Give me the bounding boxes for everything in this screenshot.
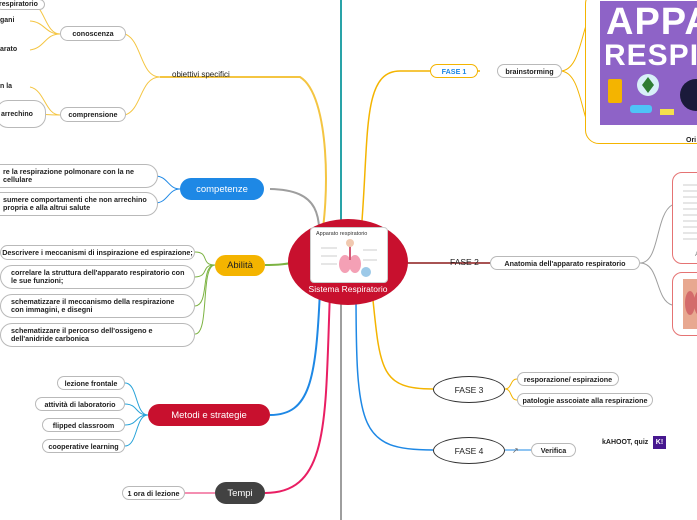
poster-line-1: APPA (606, 1, 697, 44)
abilita-node[interactable]: Abilità (215, 255, 265, 276)
fase3-node[interactable]: FASE 3 (433, 376, 505, 403)
fase2-image-card-1[interactable]: A (672, 172, 697, 264)
comprensione-item-arrechino[interactable]: arrechino (0, 100, 46, 128)
tempi-item-1-ora[interactable]: 1 ora di lezione (122, 486, 185, 500)
anatomy-text-thumbnail (673, 173, 697, 264)
conoscenza-item-respiratorio[interactable]: respiratorio (0, 0, 45, 10)
central-topic-image: Apparato respiratorio (310, 227, 388, 283)
patologie-node[interactable]: patologie asscoiate alla respirazione (517, 393, 653, 407)
brainstorming-node[interactable]: brainstorming (497, 64, 562, 78)
comprensione-node[interactable]: comprensione (60, 107, 126, 122)
kahoot-logo-icon[interactable]: K! (653, 436, 666, 449)
abilita-item-3[interactable]: schematizzare il meccanismo della respir… (0, 294, 195, 318)
comprensione-item-la[interactable]: n la (0, 83, 12, 90)
abilita-item-1[interactable]: Descrivere i meccanismi di inspirazione … (0, 245, 195, 260)
fase2-image-card-2[interactable] (672, 272, 697, 336)
conoscenza-node[interactable]: conoscenza (60, 26, 126, 41)
competenze-node[interactable]: competenze (180, 178, 264, 200)
fase1-node[interactable]: FASE 1 (430, 64, 478, 78)
conoscenza-item-gani[interactable]: gani (0, 17, 14, 24)
anatomia-node[interactable]: Anatomia dell'apparato respiratorio (490, 256, 640, 270)
poster-illustration (600, 65, 697, 125)
fase4-node[interactable]: FASE 4 (433, 437, 505, 464)
fase1-image-card[interactable]: APPA RESPI Ori (585, 0, 697, 144)
conoscenza-item-arato[interactable]: arato (0, 46, 17, 53)
central-topic[interactable]: Apparato respiratorio Sistema Respirator… (288, 219, 408, 305)
tempi-node[interactable]: Tempi (215, 482, 265, 504)
metodi-item-cooperative-learning[interactable]: cooperative learning (42, 439, 125, 453)
torso-anatomy-thumbnail (673, 273, 697, 336)
verifica-node[interactable]: Verifica (531, 443, 576, 457)
abilita-item-4[interactable]: schematizzare il percorso dell'ossigeno … (0, 323, 195, 347)
fase4-link-icon[interactable]: ↗ (512, 446, 519, 455)
fase1-image-caption: Ori (686, 137, 696, 144)
metodi-strategie-node[interactable]: Metodi e strategie (148, 404, 270, 426)
kahoot-quiz-label[interactable]: kAHOOT, quiz (602, 439, 648, 446)
lungs-icon (311, 228, 387, 282)
metodi-item-lezione-frontale[interactable]: lezione frontale (57, 376, 125, 390)
respirazione-espirazione-node[interactable]: resporazione/ espirazione (517, 372, 619, 386)
abilita-item-2[interactable]: correlare la struttura dell'apparato res… (0, 265, 195, 289)
competenze-item-1[interactable]: re la respirazione polmonare con la ne c… (0, 164, 158, 188)
competenze-item-2[interactable]: sumere comportamenti che non arrechino p… (0, 192, 158, 216)
central-topic-title: Sistema Respiratorio (288, 284, 408, 294)
metodi-item-flipped-classroom[interactable]: flipped classroom (42, 418, 125, 432)
fase2-node[interactable]: FASE 2 (450, 257, 479, 267)
obiettivi-specifici-label[interactable]: obiettivi specifici (172, 70, 230, 79)
fase1-poster-image: APPA RESPI (600, 1, 697, 125)
metodi-item-attivita-laboratorio[interactable]: attività di laboratorio (35, 397, 125, 411)
